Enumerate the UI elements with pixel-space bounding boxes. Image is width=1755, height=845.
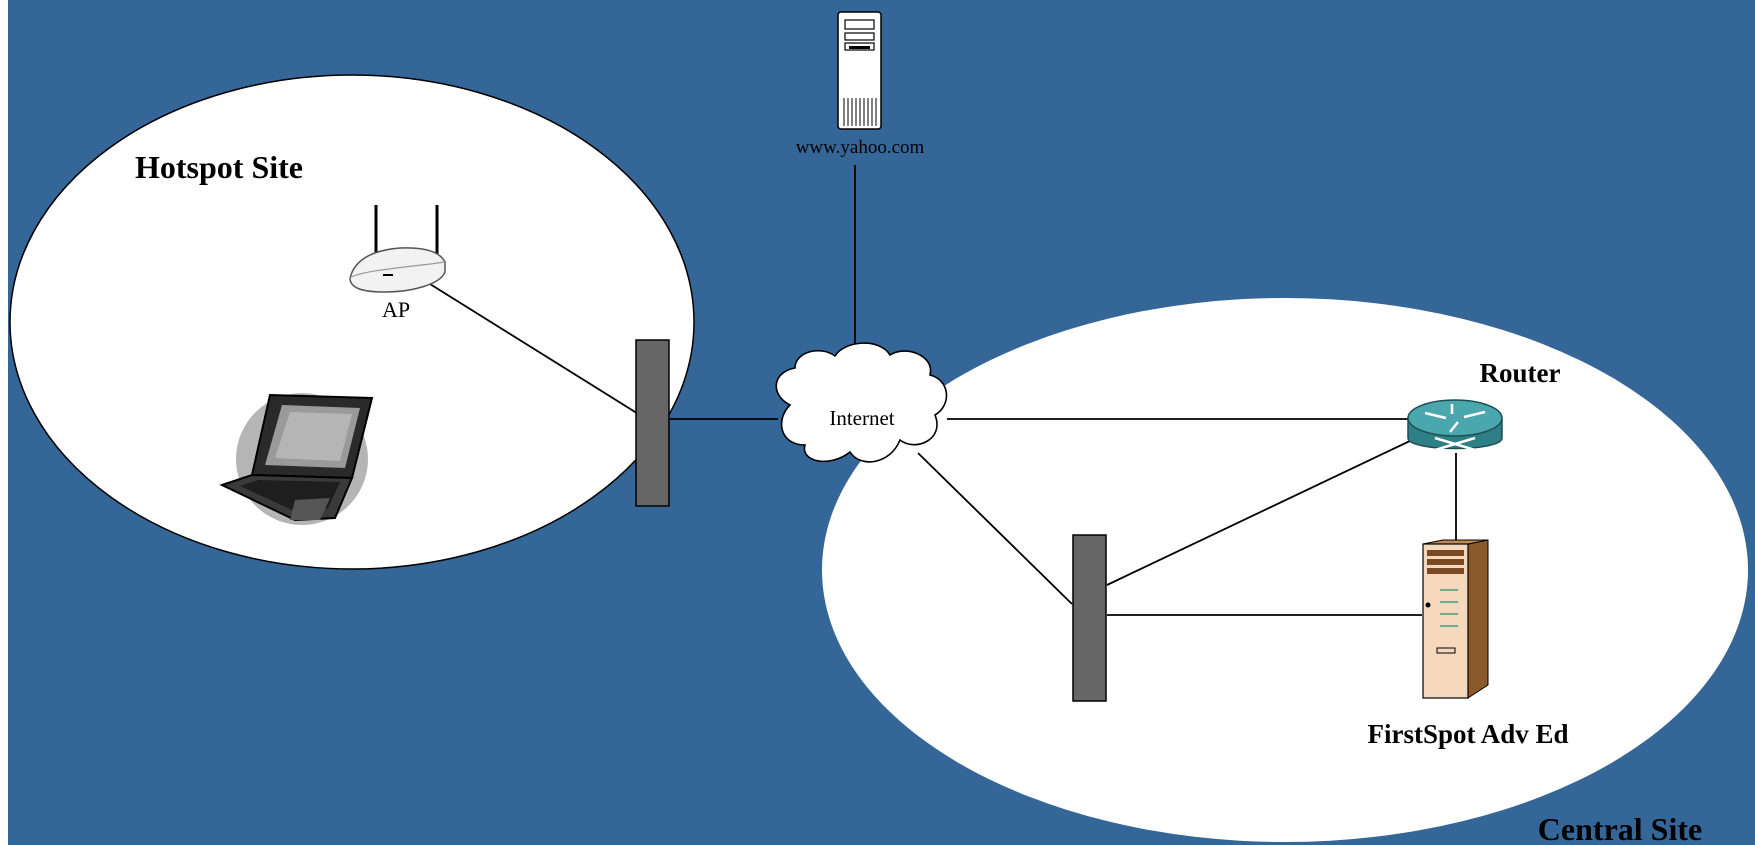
internet-label: Internet [829, 406, 894, 430]
web-server-label: www.yahoo.com [796, 137, 925, 158]
router-label: Router [1480, 358, 1561, 388]
central-site-area [822, 298, 1748, 842]
connections [429, 165, 1457, 616]
router-icon[interactable] [1407, 399, 1503, 452]
central-switch[interactable] [1072, 534, 1107, 702]
ap-label: AP [382, 297, 410, 322]
link-switch2-router [1106, 439, 1413, 586]
firstspot-server-icon[interactable] [1422, 539, 1489, 699]
left-margin-strip [0, 0, 8, 845]
hotspot-site-title: Hotspot Site [135, 149, 303, 185]
central-site-title: Central Site [1538, 811, 1702, 845]
laptop-icon[interactable] [219, 393, 374, 525]
access-point-icon[interactable] [349, 205, 446, 293]
link-ap-switch [429, 283, 641, 416]
internet-cloud-icon[interactable]: Internet [775, 342, 948, 463]
hotspot-site-area [9, 74, 695, 570]
link-internet-switch2 [917, 452, 1073, 605]
web-server-icon[interactable] [837, 11, 882, 130]
server-label: FirstSpot Adv Ed [1367, 719, 1568, 749]
hotspot-switch[interactable] [635, 339, 670, 507]
